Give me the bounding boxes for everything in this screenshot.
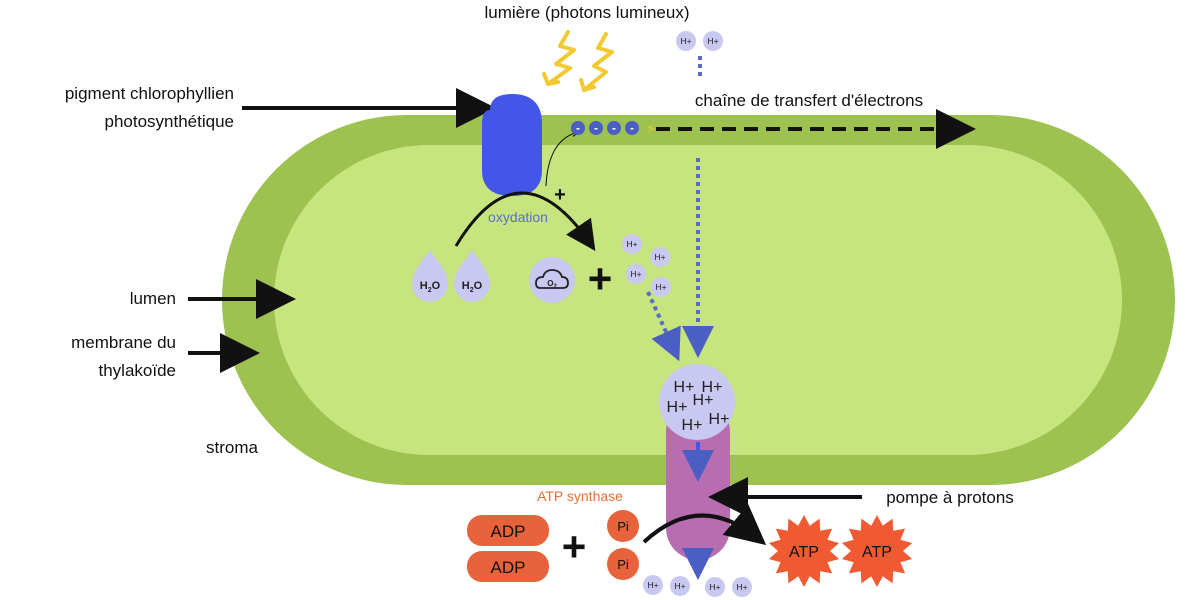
svg-text:H+: H+	[709, 582, 720, 592]
svg-text:H+: H+	[667, 399, 688, 416]
adp-molecule: ADP	[467, 551, 549, 582]
pigment-label-line2: photosynthétique	[105, 112, 235, 131]
svg-text:H2O: H2O	[420, 280, 441, 294]
oxygen-cloud-icon: O2	[529, 257, 575, 303]
proton-group-released: H+ H+ H+ H+	[622, 234, 671, 297]
svg-text:Pi: Pi	[617, 519, 629, 534]
oxidation-label: oxydation	[488, 209, 548, 225]
svg-text:H+: H+	[655, 282, 666, 292]
svg-text:-: -	[630, 121, 634, 135]
phosphate-molecule: Pi	[607, 510, 639, 542]
positive-charge: +	[554, 184, 566, 206]
lumen-label: lumen	[130, 289, 176, 308]
proton-path-diagonal	[646, 291, 681, 362]
lightning-icon: ⚡	[646, 121, 655, 136]
atp-synthesis-arrow	[642, 504, 767, 546]
atp-synthase-label: ATP synthase	[537, 488, 623, 504]
svg-text:H+: H+	[674, 379, 695, 396]
svg-text:H+: H+	[682, 417, 703, 434]
svg-text:ADP: ADP	[491, 558, 526, 577]
oxidation-arc	[454, 191, 596, 251]
proton-group-top: H+ H+	[676, 31, 723, 51]
proton-cluster	[659, 364, 735, 440]
svg-text:H+: H+	[680, 36, 691, 46]
chlorophyll-pigment	[482, 94, 542, 196]
plus-sign: +	[588, 255, 613, 302]
plus-sign: +	[562, 523, 587, 570]
svg-text:-: -	[576, 121, 580, 135]
svg-text:ATP: ATP	[862, 544, 892, 561]
svg-text:ATP: ATP	[789, 544, 819, 561]
atp-starburst-icon: ATP	[768, 515, 840, 587]
electron	[607, 121, 621, 135]
svg-text:H+: H+	[693, 392, 714, 409]
svg-text:H+: H+	[654, 252, 665, 262]
svg-text:ADP: ADP	[491, 522, 526, 541]
svg-text:-: -	[594, 121, 598, 135]
electron-group: - - - -	[571, 121, 639, 135]
water-drop-icon: H2O	[412, 250, 448, 302]
electron	[589, 121, 603, 135]
lumen-area	[274, 145, 1122, 455]
svg-text:H+: H+	[647, 580, 658, 590]
membrane-label-line1: membrane du	[71, 333, 176, 352]
svg-text:Pi: Pi	[617, 557, 629, 572]
svg-text:H+: H+	[630, 269, 641, 279]
atp-starburst-icon: ATP	[841, 515, 913, 587]
svg-text:H+: H+	[707, 36, 718, 46]
electron-chain-label: chaîne de transfert d'électrons	[695, 91, 923, 110]
svg-text:H+: H+	[674, 581, 685, 591]
svg-text:H2O: H2O	[462, 280, 483, 294]
electron	[625, 121, 639, 135]
svg-text:H+: H+	[709, 411, 730, 428]
water-drop-icon: H2O	[454, 250, 490, 302]
proton-cluster-labels: H+ H+ H+ H+ H+ H+	[667, 379, 730, 434]
light-wave-icon	[542, 30, 614, 92]
svg-text:H+: H+	[626, 239, 637, 249]
adp-molecule: ADP	[467, 515, 549, 546]
proton-pump-label: pompe à protons	[886, 488, 1014, 507]
svg-text:-: -	[612, 121, 616, 135]
stroma-label: stroma	[206, 438, 259, 457]
phosphate-molecule: Pi	[607, 548, 639, 580]
proton-group-bottom: H+ H+ H+ H+	[643, 575, 752, 597]
electron	[571, 121, 585, 135]
svg-text:O2: O2	[547, 279, 557, 290]
light-label: lumière (photons lumineux)	[484, 3, 689, 22]
svg-text:H+: H+	[736, 582, 747, 592]
pigment-label-line1: pigment chlorophyllien	[65, 84, 234, 103]
svg-text:H+: H+	[702, 379, 723, 396]
electron-path-arrow	[545, 132, 578, 187]
membrane-label-line2: thylakoïde	[99, 361, 177, 380]
